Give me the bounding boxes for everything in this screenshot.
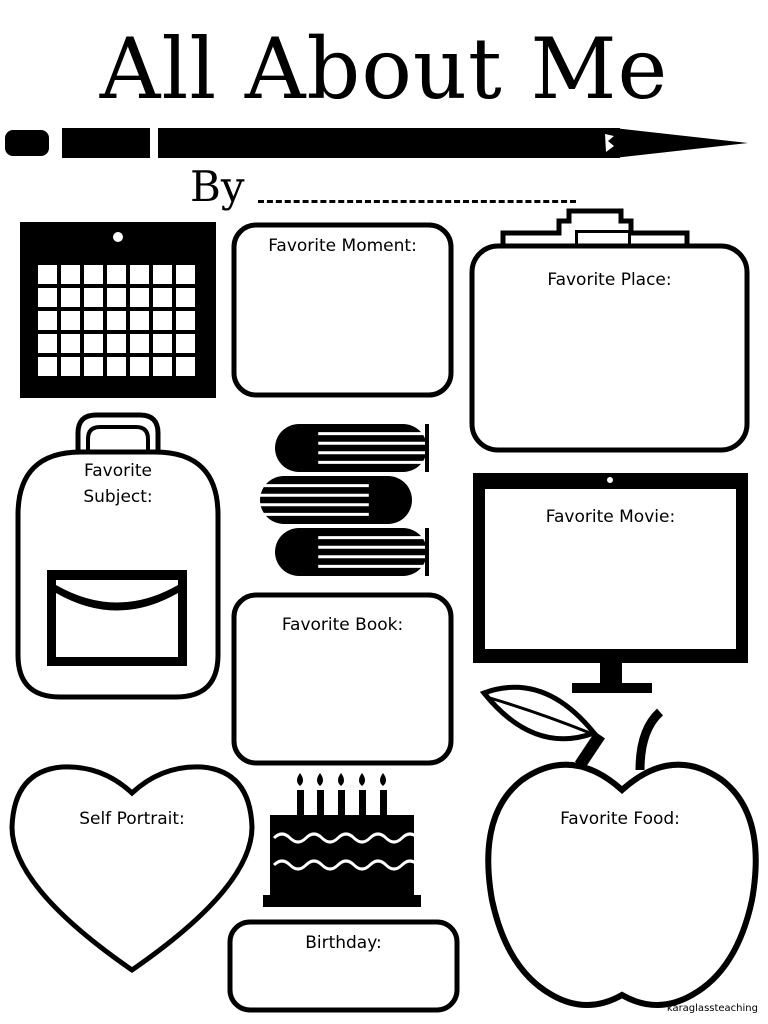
calendar-cell (107, 311, 126, 330)
calendar-cell (153, 357, 172, 376)
calendar-cell (153, 265, 172, 284)
calendar-cell (38, 265, 57, 284)
subject-label-line2: Subject: (83, 487, 153, 507)
calendar-cell (130, 311, 149, 330)
calendar-cell (176, 311, 195, 330)
birthday-box[interactable] (227, 919, 460, 1013)
calendar-cell (176, 357, 195, 376)
candle (297, 790, 304, 815)
place-label: Favorite Place: (547, 270, 672, 290)
calendar-cell (176, 334, 195, 353)
page-title: All About Me (99, 20, 669, 118)
calendar-cell (153, 288, 172, 307)
book (275, 424, 429, 472)
place-box[interactable] (469, 243, 750, 453)
credit-text: karaglassteaching (666, 1003, 758, 1014)
calendar-cell (84, 288, 103, 307)
calendar-cell (84, 357, 103, 376)
calendar-cell (107, 334, 126, 353)
calendar-cell (84, 311, 103, 330)
calendar-cell (176, 288, 195, 307)
candle (359, 790, 366, 815)
portrait-label: Self Portrait: (79, 809, 185, 829)
pencil-icon (5, 128, 748, 158)
apple-icon (479, 684, 759, 1008)
calendar-cell (130, 288, 149, 307)
calendar-cell (130, 357, 149, 376)
food-label: Favorite Food: (560, 809, 680, 829)
calendar-cell (61, 265, 80, 284)
subject-label-line1: Favorite (84, 461, 152, 481)
backpack-icon (15, 412, 221, 700)
movie-box[interactable] (485, 489, 736, 649)
food-box[interactable] (485, 761, 759, 1008)
calendar-cell (107, 288, 126, 307)
movie-label: Favorite Movie: (545, 507, 676, 527)
calendar-cell (38, 357, 57, 376)
calendar-cell (130, 334, 149, 353)
candle (317, 790, 324, 815)
calendar-cell (61, 288, 80, 307)
books-icon (260, 424, 429, 576)
computer-monitor-icon (473, 473, 748, 693)
candle (338, 790, 345, 815)
calendar-cell (107, 357, 126, 376)
calendar-cell (153, 311, 172, 330)
book-label: Favorite Book: (281, 615, 404, 635)
book (260, 476, 412, 524)
birthday-label: Birthday: (305, 933, 382, 953)
calendar-cell (176, 265, 195, 284)
calendar-cell (38, 288, 57, 307)
calendar-cell (61, 334, 80, 353)
calendar-icon (20, 222, 216, 398)
calendar-cell (84, 265, 103, 284)
moment-label: Favorite Moment: (268, 236, 417, 256)
calendar-cell (153, 334, 172, 353)
calendar-cell (38, 334, 57, 353)
book (275, 528, 429, 576)
candle (380, 790, 387, 815)
by-label: By (190, 162, 245, 211)
calendar-cell (38, 311, 57, 330)
heart-icon[interactable] (9, 764, 255, 974)
candle-flame (380, 773, 386, 786)
calendar-cell (61, 357, 80, 376)
moment-box[interactable] (231, 222, 454, 398)
calendar-cell (130, 265, 149, 284)
book-box[interactable] (231, 592, 454, 766)
calendar-cell (107, 265, 126, 284)
candle-flame (317, 773, 323, 786)
briefcase-icon (469, 208, 750, 453)
calendar-cell (84, 334, 103, 353)
name-line[interactable] (258, 190, 576, 203)
candle-flame (297, 773, 303, 786)
candle-flame (338, 773, 344, 786)
birthday-cake-icon (263, 773, 421, 907)
candle-flame (359, 773, 365, 786)
calendar-cell (61, 311, 80, 330)
